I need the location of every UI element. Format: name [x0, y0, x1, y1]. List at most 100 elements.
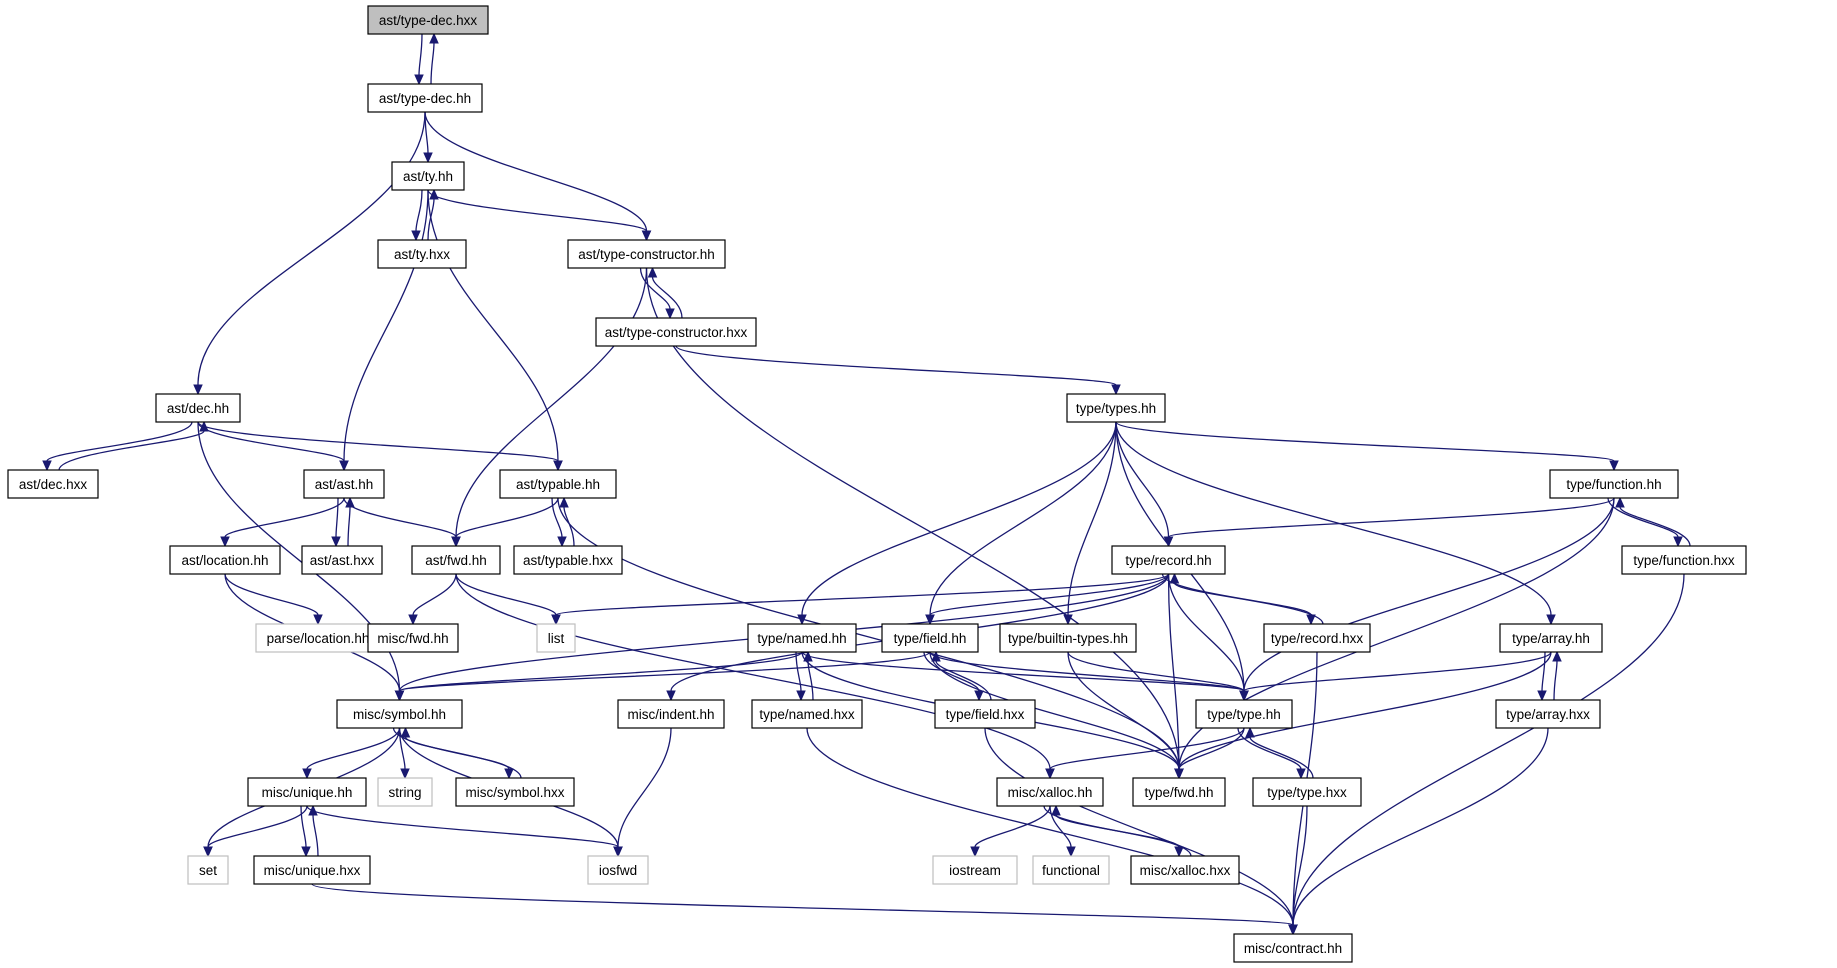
edge-line — [46, 421, 193, 462]
node-type-fwd-hh[interactable]: type/fwd.hh — [1132, 777, 1226, 807]
edge-line — [929, 421, 1117, 616]
node-type-function-hxx[interactable]: type/function.hxx — [1621, 545, 1747, 575]
node-box — [1621, 545, 1747, 575]
edge-line — [1115, 421, 1552, 616]
arrowhead-icon — [414, 74, 424, 86]
node-misc-contract-hh[interactable]: misc/contract.hh — [1233, 933, 1353, 963]
node-misc-indent-hh[interactable]: misc/indent.hh — [617, 699, 725, 729]
node-label: type/type.hh — [1207, 707, 1281, 722]
node-misc-symbol-hxx[interactable]: misc/symbol.hxx — [455, 777, 575, 807]
node-type-named-hxx[interactable]: type/named.hxx — [751, 699, 863, 729]
arrowhead-icon — [1174, 846, 1184, 858]
edge-line — [1049, 727, 1245, 770]
edge-n22-to-n29 — [801, 651, 1249, 702]
edge-line — [1067, 421, 1117, 616]
edge-line — [306, 727, 401, 770]
node-type-array-hxx[interactable]: type/array.hxx — [1495, 699, 1601, 729]
node-misc-fwd-hh[interactable]: misc/fwd.hh — [367, 623, 459, 653]
edge-n22-to-n32 — [394, 651, 803, 702]
node-label: misc/symbol.hh — [353, 707, 446, 722]
node-box — [187, 855, 229, 885]
edge-n22-to-n23 — [795, 651, 806, 702]
edge-line — [1237, 727, 1302, 770]
arrowhead-icon — [1673, 536, 1683, 548]
node-misc-xalloc-hh[interactable]: misc/xalloc.hh — [996, 777, 1104, 807]
node-ast-ty-hh[interactable]: ast/ty.hh — [391, 161, 465, 191]
node-misc-unique-hh[interactable]: misc/unique.hh — [247, 777, 367, 807]
node-type-field-hxx[interactable]: type/field.hxx — [934, 699, 1036, 729]
edge-line — [1607, 497, 1679, 538]
node-ast-ty-hxx[interactable]: ast/ty.hxx — [377, 239, 467, 269]
node-ast-type-constructor-hh[interactable]: ast/type-constructor.hh — [567, 239, 726, 269]
edge-line — [418, 33, 423, 76]
arrowhead-icon — [1239, 690, 1249, 702]
node-ast-typable-hh[interactable]: ast/typable.hh — [499, 469, 617, 499]
arrowhead-icon — [557, 536, 567, 548]
node-misc-symbol-hh[interactable]: misc/symbol.hh — [336, 699, 463, 729]
edge-line — [801, 651, 1245, 692]
edge-line — [1043, 805, 1180, 848]
node-label: misc/unique.hxx — [264, 863, 361, 878]
node-type-type-hxx[interactable]: type/type.hxx — [1252, 777, 1362, 807]
node-type-named-hh[interactable]: type/named.hh — [747, 623, 857, 653]
edge-line — [455, 497, 559, 538]
node-ast-dec-hh[interactable]: ast/dec.hh — [155, 393, 241, 423]
edge-line — [555, 573, 1170, 616]
arrowhead-icon — [1615, 496, 1625, 508]
node-ast-type-dec-hh[interactable]: ast/type-dec.hh — [367, 83, 483, 113]
node-ast-type-dec-hxx[interactable]: ast/type-dec.hxx — [367, 5, 489, 35]
node-type-field-hh[interactable]: type/field.hh — [881, 623, 979, 653]
node-box — [751, 699, 863, 729]
edge-line — [427, 189, 559, 462]
node-box — [1066, 393, 1166, 423]
node-type-type-hh[interactable]: type/type.hh — [1195, 699, 1293, 729]
node-type-record-hxx[interactable]: type/record.hxx — [1263, 623, 1371, 653]
node-type-types-hh[interactable]: type/types.hh — [1066, 393, 1166, 423]
arrowhead-icon — [970, 846, 980, 858]
edge-n36-to-n44 — [311, 883, 1298, 936]
node-ast-ast-hxx[interactable]: ast/ast.hxx — [301, 545, 383, 575]
edge-n32-to-n35 — [302, 727, 401, 780]
node-type-record-hh[interactable]: type/record.hh — [1111, 545, 1226, 575]
node-ast-dec-hxx[interactable]: ast/dec.hxx — [7, 469, 99, 499]
arrowhead-icon — [504, 768, 514, 780]
edge-n5-to-n17 — [675, 345, 1121, 396]
edge-n41-to-n40 — [1051, 804, 1192, 857]
node-box — [1252, 777, 1362, 807]
edge-line — [430, 42, 435, 85]
arrowhead-icon — [1169, 572, 1180, 584]
edge-n29-to-n31 — [1174, 727, 1245, 780]
node-misc-xalloc-hxx[interactable]: misc/xalloc.hxx — [1130, 855, 1240, 885]
edge-n14-to-n16 — [455, 573, 561, 626]
node-label: iosfwd — [599, 863, 637, 878]
node-label: type/builtin-types.hh — [1008, 631, 1128, 646]
node-misc-unique-hxx[interactable]: misc/unique.hxx — [253, 855, 371, 885]
node-ast-typable-hxx[interactable]: ast/typable.hxx — [513, 545, 623, 575]
arrowhead-icon — [553, 460, 563, 472]
edge-line — [617, 727, 672, 848]
edge-line — [347, 506, 351, 547]
node-ast-ast-hh[interactable]: ast/ast.hh — [303, 469, 385, 499]
edge-line — [343, 497, 457, 538]
arrowhead-icon — [400, 768, 410, 780]
edge-line — [974, 805, 1051, 848]
node-ast-fwd-hh[interactable]: ast/fwd.hh — [411, 545, 501, 575]
edge-n10-to-n11 — [551, 497, 567, 548]
node-ast-location-hh[interactable]: ast/location.hh — [169, 545, 281, 575]
node-ast-type-constructor-hxx[interactable]: ast/type-constructor.hxx — [595, 317, 757, 347]
edge-line — [404, 736, 522, 779]
node-box — [1195, 699, 1293, 729]
edge-n40-to-n42 — [970, 805, 1051, 858]
node-iostream: iostream — [932, 855, 1018, 885]
node-label: misc/xalloc.hh — [1008, 785, 1093, 800]
node-label: misc/unique.hh — [262, 785, 353, 800]
node-type-function-hh[interactable]: type/function.hh — [1549, 469, 1679, 499]
edge-n27-to-n28 — [1537, 651, 1547, 702]
node-label: misc/symbol.hxx — [465, 785, 564, 800]
node-box — [932, 855, 1018, 885]
edge-line — [427, 189, 648, 232]
node-type-builtin-types-hh[interactable]: type/builtin-types.hh — [999, 623, 1137, 653]
edge-n10-to-n14 — [451, 497, 559, 548]
node-type-array-hh[interactable]: type/array.hh — [1499, 623, 1603, 653]
edge-n12-to-n13 — [224, 573, 323, 626]
